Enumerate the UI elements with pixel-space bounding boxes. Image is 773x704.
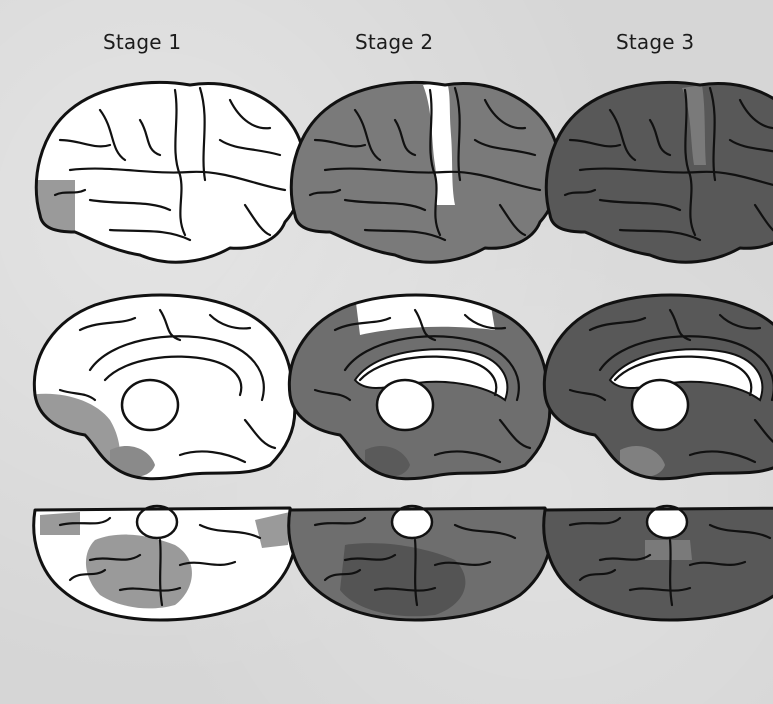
stage-2-medial-view [289,290,549,479]
stage-2-column [289,82,560,620]
stage-3-ventral-view [544,506,773,620]
stage-3-column [544,82,773,620]
stage-1-lateral-view [30,82,305,262]
stage-2-lateral-view [291,82,559,262]
stage-1-column [30,82,305,620]
stage-2-ventral-view [289,506,551,620]
stage-1-ventral-view [34,506,296,620]
stage-3-lateral-view [546,82,773,262]
stage-1-medial-view [30,295,295,490]
stage-3-medial-view [544,295,773,479]
